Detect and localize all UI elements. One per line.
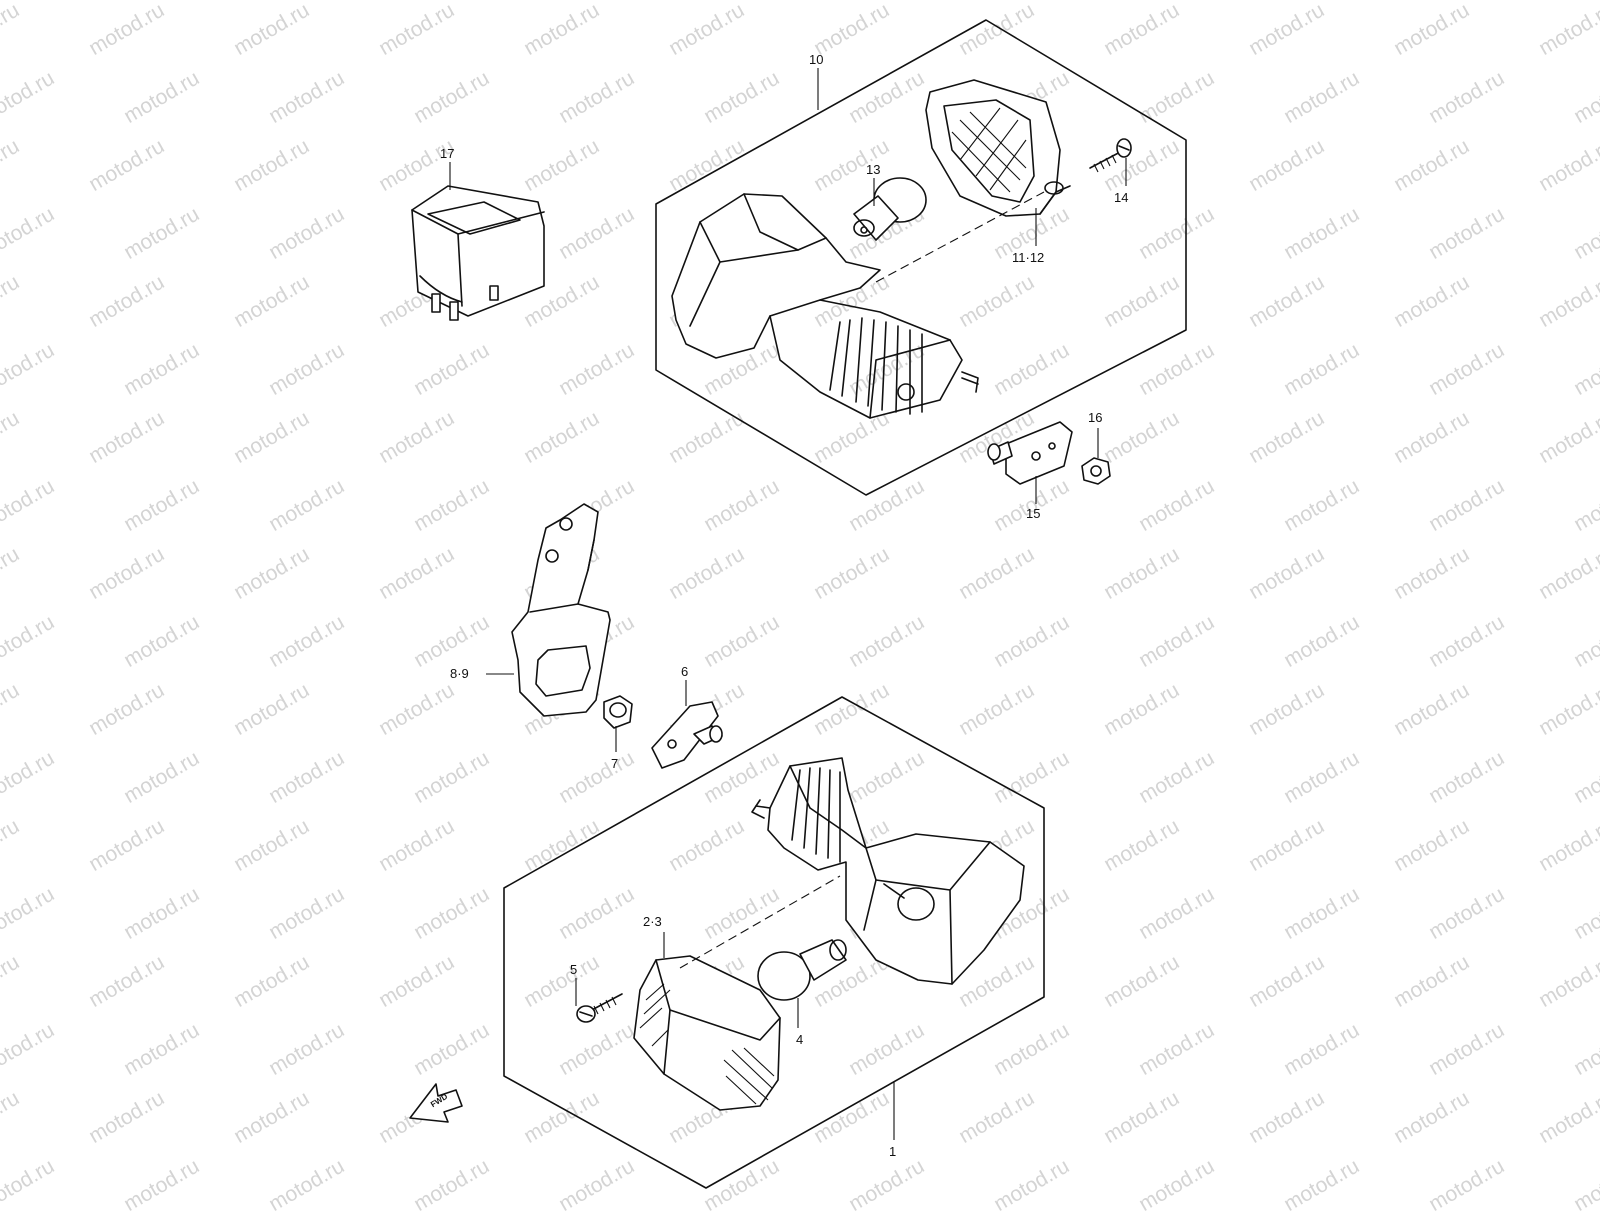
callout-13: 13 <box>866 162 881 177</box>
relay-unit <box>411 185 545 321</box>
callout-1: 1 <box>889 1144 897 1159</box>
upper-signal-housing <box>671 193 979 419</box>
upper-signal-lens <box>925 79 1071 217</box>
callout-7: 7 <box>611 756 619 771</box>
alignment-line-upper <box>875 191 1045 283</box>
callout-11-12: 11·12 <box>1012 250 1045 265</box>
nut <box>1081 457 1111 485</box>
lower-signal-lens <box>633 955 781 1111</box>
forward-arrow-icon <box>409 1083 463 1123</box>
leader-lines <box>449 68 1127 1140</box>
callout-5: 5 <box>570 962 578 977</box>
callout-4: 4 <box>796 1032 804 1047</box>
lower-signal-housing <box>751 757 1025 985</box>
callout-6: 6 <box>681 664 689 679</box>
callout-17: 17 <box>440 146 455 161</box>
callout-14: 14 <box>1114 190 1129 205</box>
mount-plate-upper <box>987 421 1073 485</box>
callout-2-3: 2·3 <box>643 914 662 929</box>
kit-box-upper <box>655 19 1187 496</box>
mount-plate-lower <box>651 701 723 769</box>
callout-16: 16 <box>1088 410 1103 425</box>
kit-box-lower <box>503 696 1045 1189</box>
upper-screw <box>1089 138 1132 173</box>
lower-screw <box>576 993 623 1023</box>
bracket <box>511 503 611 717</box>
alignment-line-lower <box>679 875 841 969</box>
upper-bulb <box>853 177 927 241</box>
lower-bulb <box>757 939 847 1001</box>
callout-8-9: 8·9 <box>450 666 469 681</box>
callout-15: 15 <box>1026 506 1041 521</box>
grommet <box>603 695 633 729</box>
callout-10: 10 <box>809 52 824 67</box>
